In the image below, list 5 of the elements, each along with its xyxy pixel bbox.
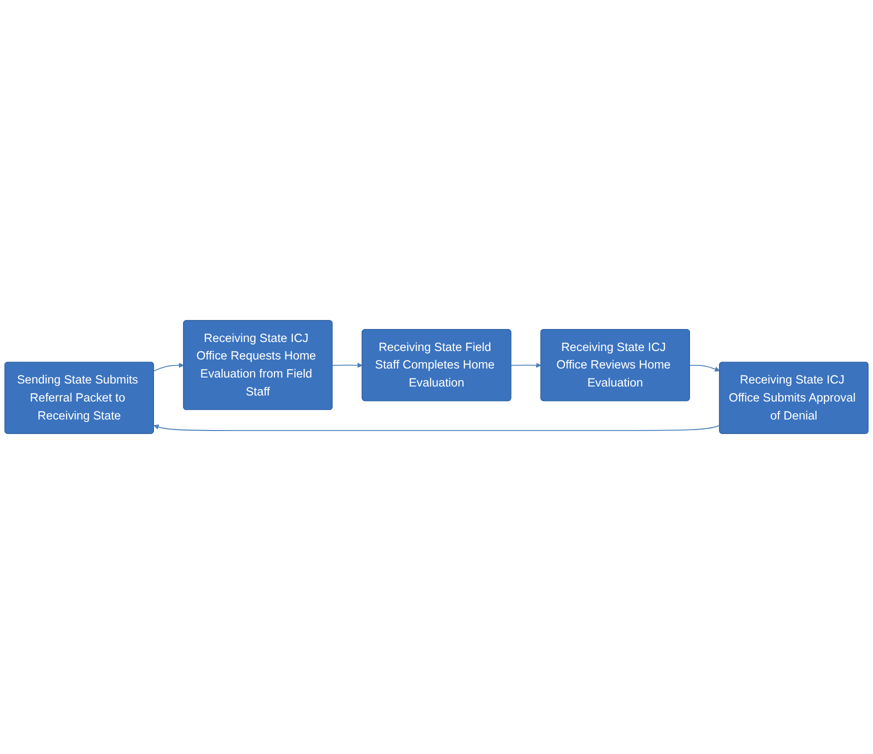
arrow — [154, 424, 720, 432]
arrow — [689, 364, 720, 372]
arrow — [332, 362, 363, 368]
arrow — [510, 362, 542, 368]
arrow — [153, 362, 184, 372]
